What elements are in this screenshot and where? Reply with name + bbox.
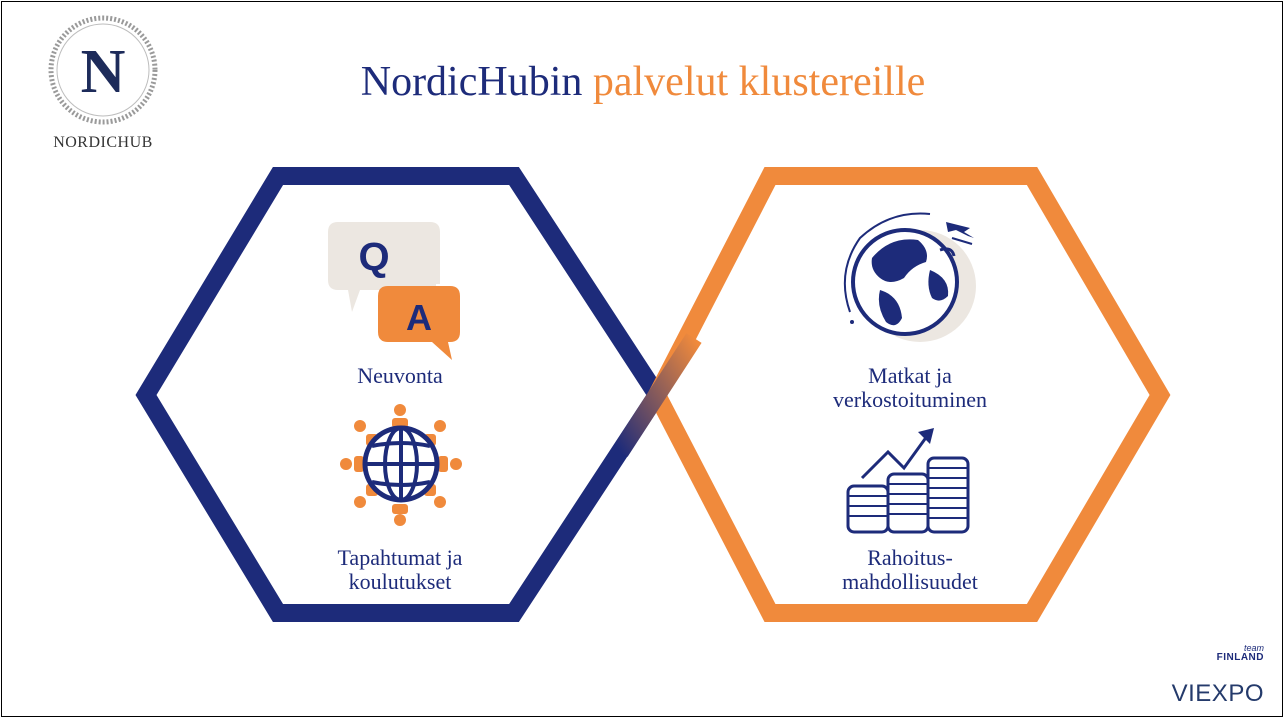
title-part-navy: NordicHubin [360,59,583,105]
label-rahoitus-line2: mahdollisuudet [842,569,978,594]
label-matkat-line2: verkostoituminen [833,387,987,412]
label-neuvonta: Neuvonta [357,363,443,388]
team-finland-logo: FINLAND [1216,652,1264,663]
label-tapahtumat: Tapahtumat ja koulutukset [300,546,500,594]
label-rahoitus: Rahoitus- mahdollisuudet [800,546,1020,594]
team-finland-script: team [1243,643,1264,653]
label-matkat: Matkat ja verkostoituminen [800,364,1020,412]
logo-name: NORDICHUB [53,134,153,151]
hexagon-crossing [612,333,702,457]
q-letter: Q [358,235,389,279]
logo-emblem-icon: N [48,15,158,125]
title-part-orange: palvelut klustereille [592,59,926,105]
earth-travel-icon [843,212,976,342]
coins-growth-icon [846,428,970,534]
globe-people-icon [340,404,462,526]
left-hexagon [135,167,668,622]
label-tapahtumat-line1: Tapahtumat ja [337,545,463,570]
label-tapahtumat-line2: koulutukset [348,569,452,594]
logo-letter: N [81,38,126,106]
page-title: NordicHubin palvelut klustereille [0,58,1286,106]
a-letter: A [406,297,432,338]
label-rahoitus-line1: Rahoitus- [867,545,953,570]
nordichub-logo: N NORDICHUB [36,12,170,152]
qa-bubbles-icon: Q A [328,222,460,360]
label-matkat-line1: Matkat ja [868,363,952,388]
viexpo-logo: VIEXPO [1171,680,1264,707]
